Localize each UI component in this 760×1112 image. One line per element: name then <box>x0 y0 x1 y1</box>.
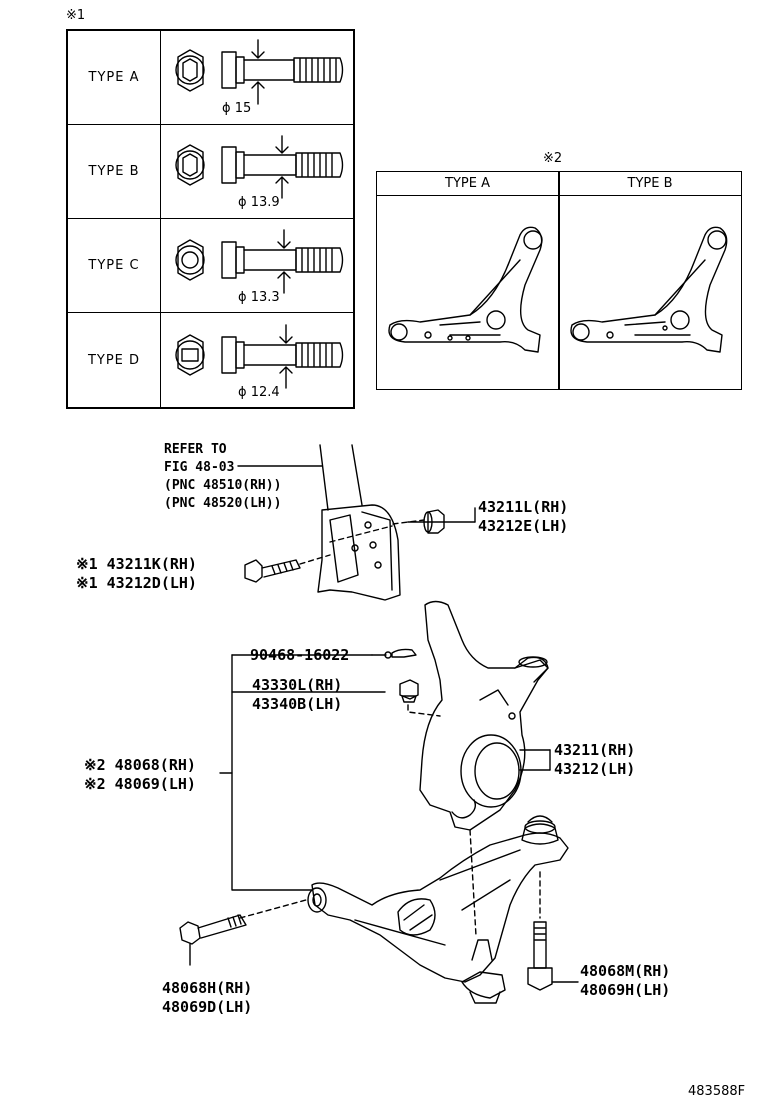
bolt-type-d-drawing <box>175 324 344 389</box>
refer-line: (PNC 48520(LH)) <box>164 496 282 511</box>
bolt-type-label: TYPE A <box>68 31 161 124</box>
figure-id: 483588F <box>688 1084 746 1099</box>
arm-type-table: TYPE A TYPE B <box>376 171 742 390</box>
part-number: 48069H(LH) <box>580 981 671 999</box>
arm-type-a-drawing <box>388 226 543 353</box>
bolt-type-row-a: TYPE A <box>68 31 353 125</box>
bolt-type-b-drawing <box>175 135 344 199</box>
bolt-48068m-drawing <box>527 921 553 991</box>
refer-line: FIG 48-03 <box>164 460 235 475</box>
bolt-type-label: TYPE C <box>68 219 161 312</box>
steering-knuckle-drawing <box>419 600 549 831</box>
part-number: 43340B(LH) <box>252 695 343 713</box>
label-43330l: 43330L(RH) 43340B(LH) <box>252 676 342 714</box>
label-90468: 90468-16022 <box>250 646 350 664</box>
bolt-type-row-c: TYPE C <box>68 219 353 313</box>
part-number: 43212E(LH) <box>478 517 569 535</box>
label-43211: 43211(RH) 43212(LH) <box>554 741 635 779</box>
part-number: 48068H(RH) <box>162 979 253 997</box>
label-48068m: 48068M(RH) 48069H(LH) <box>580 962 670 1000</box>
diameter-value: 13.3 <box>250 290 280 305</box>
bolt-type-row-d: TYPE D <box>68 313 353 407</box>
bolt-type-a-drawing <box>175 39 344 105</box>
diameter-value: 12.4 <box>250 385 280 400</box>
label-43211l: 43211L(RH) 43212E(LH) <box>478 498 568 536</box>
diameter-b: ϕ 13.9 <box>238 195 280 210</box>
arm-table-divider <box>558 172 560 389</box>
strut-drawing <box>317 444 401 601</box>
label-48068h: 48068H(RH) 48069D(LH) <box>162 979 252 1017</box>
arm-type-b-header: TYPE B <box>559 172 741 196</box>
arm-type-b-drawing <box>570 226 728 353</box>
bolt-type-label: TYPE B <box>68 125 161 218</box>
note1-mark: ※1 <box>66 8 86 23</box>
part-number: ※2 48068(RH) <box>84 756 196 774</box>
part-number: ※2 48069(LH) <box>84 775 196 793</box>
phi-symbol: ϕ <box>238 195 247 210</box>
note2-mark: ※2 <box>543 151 563 166</box>
part-number: 43330L(RH) <box>252 676 343 694</box>
refer-line: REFER TO <box>164 442 227 457</box>
bolt-type-table: TYPE A TYPE B TYPE C TYPE D <box>66 29 355 409</box>
phi-symbol: ϕ <box>238 385 247 400</box>
diameter-c: ϕ 13.3 <box>238 290 280 305</box>
cotter-pin-drawing <box>384 648 417 659</box>
lower-arm-drawing <box>307 815 569 1004</box>
part-number: 43211L(RH) <box>478 498 569 516</box>
label-48068: ※2 48068(RH) ※2 48069(LH) <box>84 756 196 794</box>
diameter-a: ϕ 15 <box>222 101 251 116</box>
bolt-48068h-drawing <box>179 914 247 945</box>
diameter-d: ϕ 12.4 <box>238 385 280 400</box>
part-number: 48069D(LH) <box>162 998 253 1016</box>
label-43211k: ※1 43211K(RH) ※1 43212D(LH) <box>76 555 197 593</box>
phi-symbol: ϕ <box>222 101 231 116</box>
castle-nut-drawing <box>399 679 419 703</box>
diameter-value: 13.9 <box>250 195 280 210</box>
diameter-value: 15 <box>234 101 252 116</box>
part-number: 43212(LH) <box>554 760 636 778</box>
part-number: 48068M(RH) <box>580 962 671 980</box>
bolt-type-row-b: TYPE B <box>68 125 353 219</box>
refer-note: REFER TO FIG 48-03 (PNC 48510(RH)) (PNC … <box>164 441 281 513</box>
bolt-43211k-drawing <box>244 559 301 583</box>
phi-symbol: ϕ <box>238 290 247 305</box>
part-number: ※1 43211K(RH) <box>76 555 197 573</box>
refer-line: (PNC 48510(RH)) <box>164 478 282 493</box>
part-number: 43211(RH) <box>554 741 636 759</box>
part-number: ※1 43212D(LH) <box>76 574 197 592</box>
bolt-type-c-drawing <box>175 229 344 294</box>
bolt-type-label: TYPE D <box>68 313 161 407</box>
